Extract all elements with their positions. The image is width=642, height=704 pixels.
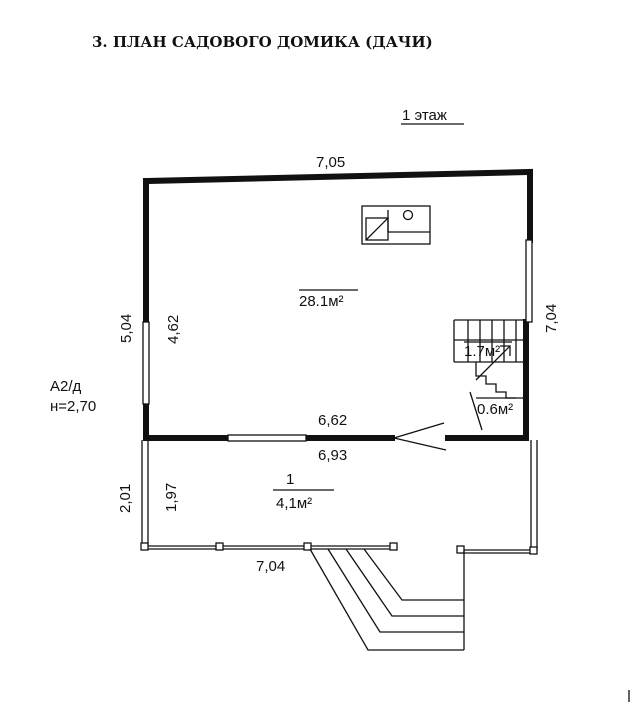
side-note-line1: А2/д — [50, 378, 82, 395]
dim-terrace-width: 7,04 — [256, 558, 285, 575]
stove-icon — [361, 205, 431, 245]
dim-terrace-inner-height: 1,97 — [163, 483, 180, 512]
plan-title: 3. ПЛАН САДОВОГО ДОМИКА (ДАЧИ) — [92, 33, 433, 51]
door-swing — [393, 422, 447, 451]
floor-label: 1 этаж — [402, 107, 447, 124]
terrace-area: 4,1м² — [276, 495, 312, 512]
staircase-icon — [453, 319, 526, 431]
dim-inner-width: 6,62 — [318, 412, 347, 429]
closet-area-label: 0.6м² — [477, 401, 513, 418]
dim-left-height: 5,04 — [118, 314, 135, 343]
side-note-line2: н=2,70 — [50, 398, 96, 415]
terrace-outline — [140, 440, 538, 555]
window-left — [142, 321, 150, 405]
dim-right-height: 7,04 — [543, 304, 560, 333]
dim-top-width: 7,05 — [316, 154, 345, 171]
main-area-label: 28.1м² — [299, 293, 344, 310]
entrance-steps — [309, 548, 465, 651]
dim-inner-height: 4,62 — [165, 315, 182, 344]
window-bottom — [227, 434, 307, 442]
window-right — [525, 239, 533, 323]
stair-area-label: 1.7м² — [464, 343, 500, 360]
terrace-number: 1 — [286, 471, 294, 488]
dim-terrace-outer-height: 2,01 — [117, 484, 134, 513]
dim-outer-width: 6,93 — [318, 447, 347, 464]
house-walls — [142, 168, 534, 441]
